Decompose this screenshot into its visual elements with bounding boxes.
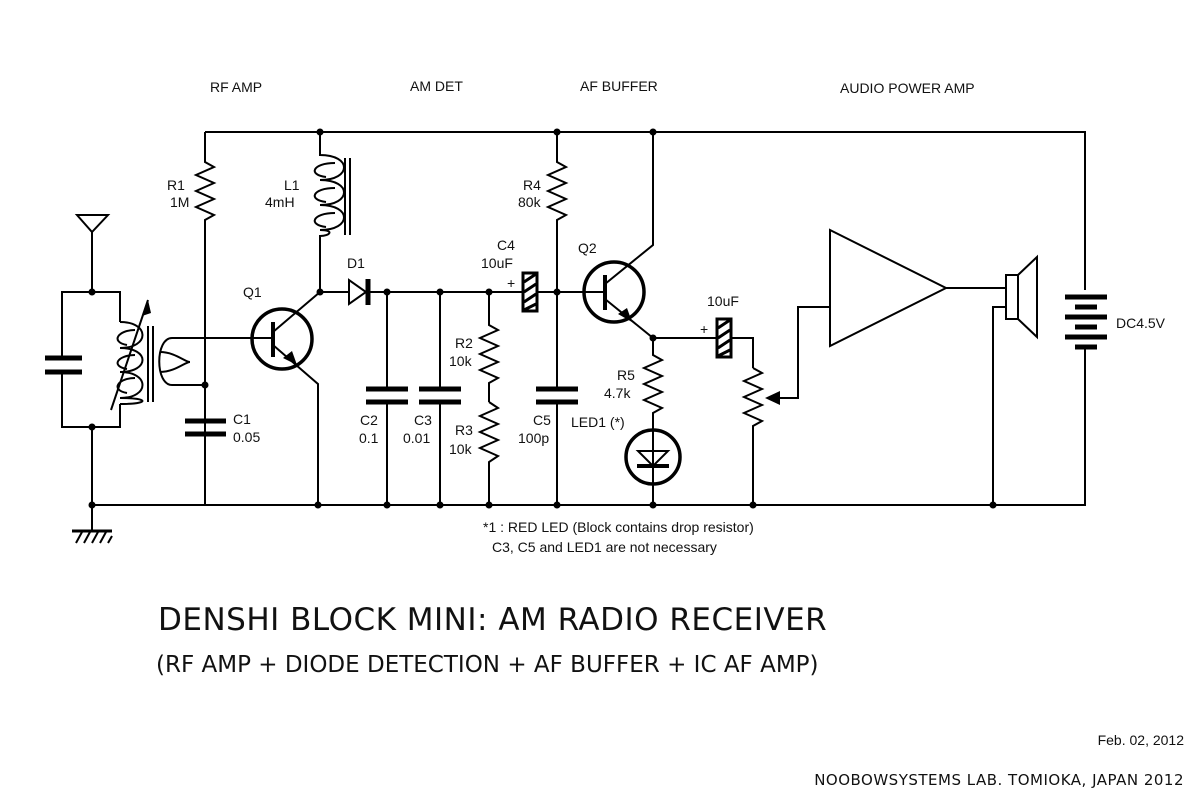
diode-d1: D1 (320, 255, 557, 306)
c5-ref: C5 (533, 412, 551, 428)
c4-polarity: + (507, 275, 515, 291)
r5-ref: R5 (617, 367, 635, 383)
page-subtitle: (RF AMP + DIODE DETECTION + AF BUFFER + … (156, 652, 819, 678)
l1-ref: L1 (284, 177, 300, 193)
led-led1: LED1 (*) (571, 414, 682, 505)
volume-potentiometer (741, 306, 830, 505)
resistor-r3: R3 10k (449, 401, 501, 505)
c2-ref: C2 (360, 412, 378, 428)
section-label-rf-amp: RF AMP (210, 79, 262, 95)
credit-label: NOOBOWSYSTEMS LAB. TOMIOKA, JAPAN 2012 (814, 771, 1184, 789)
resistor-r2: R2 10k (449, 292, 501, 402)
q2-ref: Q2 (578, 240, 597, 256)
c4-value: 10uF (481, 255, 513, 271)
footnote-line-1: *1 : RED LED (Block contains drop resist… (483, 519, 754, 535)
d1-ref: D1 (347, 255, 365, 271)
capacitor-c5: C5 100p (518, 386, 578, 446)
c4-ref: C4 (497, 237, 515, 253)
resistor-r1: R1 1M (167, 132, 217, 505)
page-title: DENSHI BLOCK MINI: AM RADIO RECEIVER (158, 602, 828, 638)
c6-polarity: + (700, 321, 708, 337)
battery-value: DC4.5V (1116, 315, 1166, 331)
q1-ref: Q1 (243, 284, 262, 300)
capacitor-c2: C2 0.1 (359, 292, 408, 505)
resistor-r4: R4 80k (518, 132, 569, 505)
speaker-icon (992, 254, 1038, 505)
r5-value: 4.7k (604, 385, 631, 401)
c1-ref: C1 (233, 411, 251, 427)
r3-ref: R3 (455, 422, 473, 438)
section-label-am-det: AM DET (410, 78, 463, 94)
antenna-icon (74, 214, 111, 296)
r2-ref: R2 (455, 335, 473, 351)
r2-value: 10k (449, 353, 473, 369)
audio-amplifier (829, 228, 1006, 348)
c1-value: 0.05 (233, 429, 260, 445)
c3-value: 0.01 (403, 430, 430, 446)
section-label-af-buffer: AF BUFFER (580, 78, 658, 94)
r1-ref: R1 (167, 177, 185, 193)
capacitor-c3: C3 0.01 (403, 292, 461, 505)
footnote-line-2: C3, C5 and LED1 are not necessary (492, 539, 717, 555)
electrolytic-capacitor-output: + 10uF (653, 293, 754, 368)
led1-ref: LED1 (*) (571, 414, 625, 430)
r4-value: 80k (518, 194, 542, 210)
transistor-q2: Q2 (557, 132, 657, 342)
capacitor-c1: C1 0.05 (185, 411, 260, 445)
c3-ref: C3 (414, 412, 432, 428)
r1-value: 1M (170, 194, 189, 210)
l1-value: 4mH (265, 194, 295, 210)
r3-value: 10k (449, 441, 473, 457)
tuning-capacitor (45, 291, 96, 505)
ground-icon (72, 505, 113, 544)
antenna-coil (92, 291, 154, 428)
battery-icon: DC4.5V (1065, 294, 1166, 350)
inductor-l1: L1 4mH (265, 132, 351, 296)
c2-value: 0.1 (359, 430, 379, 446)
resistor-r5: R5 4.7k (604, 338, 665, 430)
date-label: Feb. 02, 2012 (1097, 732, 1184, 748)
c5-value: 100p (518, 430, 549, 446)
section-label-audio-power-amp: AUDIO POWER AMP (840, 80, 975, 96)
electrolytic-capacitor-c4: + C4 10uF (481, 237, 561, 313)
footnote: *1 : RED LED (Block contains drop resist… (483, 517, 754, 557)
coupling-coil (158, 337, 209, 389)
c6-value: 10uF (707, 293, 739, 309)
transistor-q1: Q1 (205, 284, 321, 505)
r4-ref: R4 (523, 177, 541, 193)
